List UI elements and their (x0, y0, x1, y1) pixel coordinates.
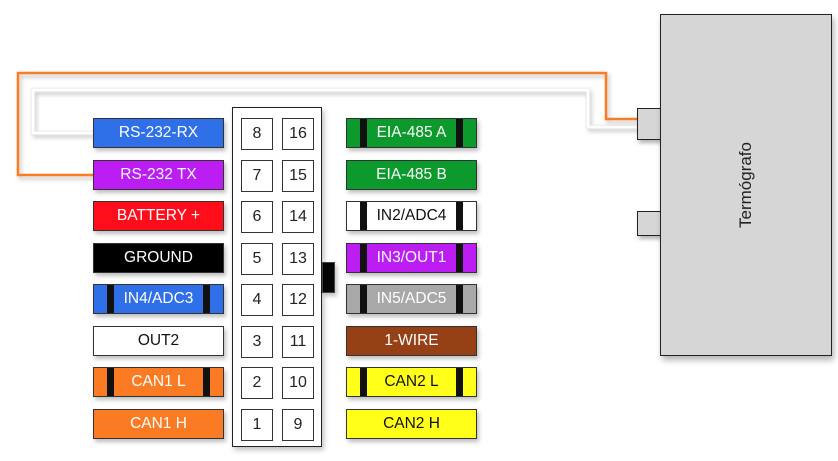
label-text: RS-232 TX (120, 166, 197, 183)
label-text: IN4/ADC3 (119, 290, 198, 308)
right-label-pin-15: EIA-485 B (346, 160, 477, 190)
device-port-1 (637, 108, 661, 140)
left-label-pin-4: IN4/ADC3 (93, 284, 224, 314)
right-label-pin-16: EIA-485 A (346, 118, 477, 148)
device-port-2 (637, 211, 661, 236)
label-text: GROUND (124, 249, 193, 266)
right-label-pin-9: CAN2 H (346, 409, 477, 439)
right-label-pin-13: IN3/OUT1 (346, 243, 477, 273)
label-text: BATTERY + (116, 207, 201, 224)
wire-stripe (107, 368, 114, 396)
left-label-pin-1: CAN1 H (93, 409, 224, 439)
pin-6: 6 (241, 200, 273, 233)
connector-key (322, 262, 335, 293)
wire-stripe (360, 368, 367, 396)
label-text: EIA-485 B (376, 166, 447, 183)
wire-stripe (360, 285, 367, 313)
pin-14: 14 (282, 200, 314, 233)
wire-stripe (360, 119, 367, 147)
pin-8: 8 (241, 117, 273, 150)
pin-10: 10 (282, 366, 314, 399)
label-text: EIA-485 A (372, 124, 451, 142)
pin-12: 12 (282, 283, 314, 316)
label-text: IN5/ADC5 (372, 290, 451, 308)
right-label-pin-11: 1-WIRE (346, 326, 477, 356)
pin-5: 5 (241, 242, 273, 275)
pin-1: 1 (241, 408, 273, 441)
rx-wire-core (31, 88, 637, 135)
wire-stripe (360, 244, 367, 272)
device-label: Termógrafo (736, 142, 755, 228)
wire-stripe (203, 368, 210, 396)
label-text: 1-WIRE (384, 332, 439, 349)
left-label-pin-8: RS-232-RX (93, 118, 224, 148)
wire-stripe (456, 285, 463, 313)
wire-stripe (456, 202, 463, 230)
label-text: CAN2 L (380, 373, 443, 391)
wire-stripe (107, 285, 114, 313)
right-label-pin-12: IN5/ADC5 (346, 284, 477, 314)
wire-stripe (456, 244, 463, 272)
pin-16: 16 (282, 117, 314, 150)
wire-stripe (203, 285, 210, 313)
left-label-pin-5: GROUND (93, 243, 224, 273)
termografo-device: Termógrafo (660, 14, 832, 356)
left-label-pin-6: BATTERY + (93, 201, 224, 231)
label-text: IN2/ADC4 (372, 207, 451, 225)
label-text: OUT2 (137, 332, 180, 349)
wire-stripe (456, 119, 463, 147)
right-label-pin-14: IN2/ADC4 (346, 201, 477, 231)
left-label-pin-2: CAN1 L (93, 367, 224, 397)
label-text: CAN1 H (130, 415, 187, 432)
left-label-pin-3: OUT2 (93, 326, 224, 356)
label-text: RS-232-RX (118, 124, 199, 141)
pin-15: 15 (282, 159, 314, 192)
label-text: IN3/OUT1 (372, 249, 451, 267)
pin-9: 9 (282, 408, 314, 441)
wire-stripe (456, 368, 463, 396)
pin-2: 2 (241, 366, 273, 399)
pin-11: 11 (282, 325, 314, 358)
pin-4: 4 (241, 283, 273, 316)
tx-wire (16, 71, 637, 177)
left-label-pin-7: RS-232 TX (93, 160, 224, 190)
pin-7: 7 (241, 159, 273, 192)
wire-stripe (360, 202, 367, 230)
label-text: CAN2 H (383, 415, 440, 432)
connector-16-pin: 8 7 6 5 4 3 2 1 16 15 14 13 12 11 10 9 (232, 107, 322, 447)
pin-3: 3 (241, 325, 273, 358)
pin-13: 13 (282, 242, 314, 275)
right-label-pin-10: CAN2 L (346, 367, 477, 397)
label-text: CAN1 L (127, 373, 190, 391)
